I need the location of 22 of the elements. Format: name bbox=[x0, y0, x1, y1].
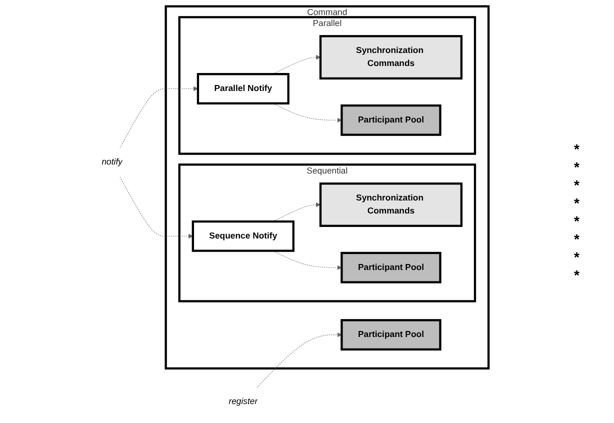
node-box: Synchronization Commands bbox=[319, 182, 463, 227]
multiplicity-mark: * bbox=[574, 140, 580, 156]
node-box: Synchronization Commands bbox=[319, 35, 463, 80]
node-box: Participant Pool bbox=[340, 252, 442, 284]
arrow bbox=[272, 202, 321, 222]
multiplicity-mark: * bbox=[574, 194, 580, 210]
node-box: Sequence Notify bbox=[192, 220, 294, 252]
arrow bbox=[120, 176, 194, 239]
multiplicity-mark: * bbox=[574, 176, 580, 192]
arrow bbox=[120, 86, 198, 148]
node-box: Participant Pool bbox=[340, 104, 442, 136]
node-box: Participant Pool bbox=[340, 319, 442, 351]
multiplicity-mark: * bbox=[574, 248, 580, 264]
arrow bbox=[256, 332, 342, 388]
node-box: Parallel Notify bbox=[196, 73, 290, 104]
multiplicity-mark: * bbox=[574, 212, 580, 228]
node-text: notify bbox=[102, 158, 122, 167]
multiplicity-mark: * bbox=[574, 230, 580, 246]
node-text: register bbox=[228, 397, 258, 406]
multiplicity-mark: * bbox=[574, 158, 580, 174]
arrow bbox=[272, 54, 321, 74]
multiplicity-mark: * bbox=[574, 266, 580, 282]
